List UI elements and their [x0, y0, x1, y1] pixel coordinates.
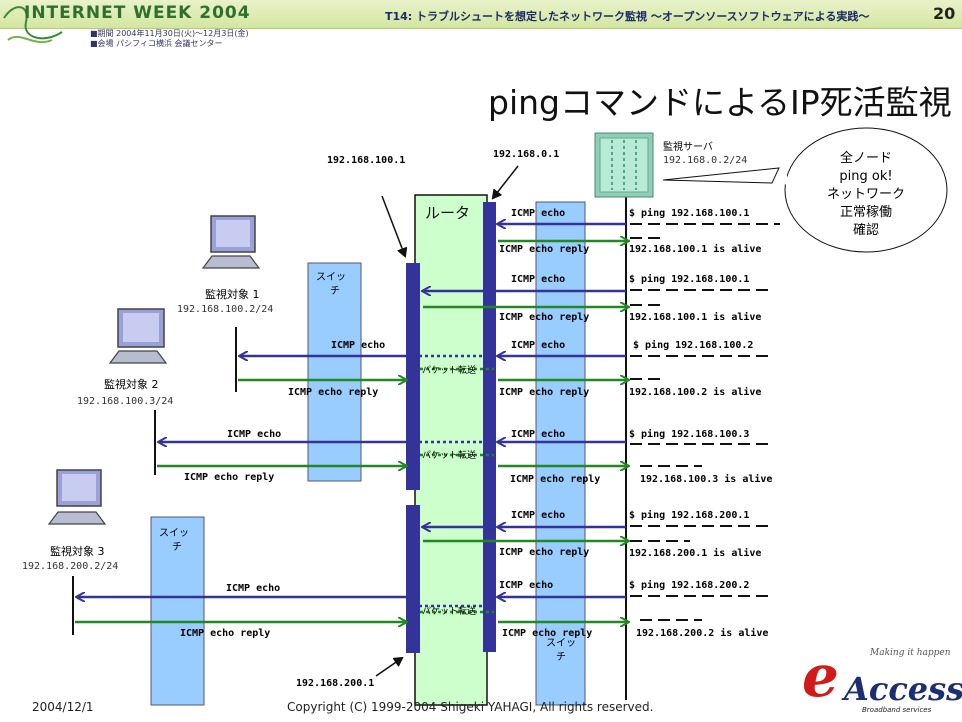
- page-number: 20: [933, 4, 956, 23]
- packet-forward-label-1: パケット転送: [422, 364, 476, 376]
- echo-label-3a: ICMP echo: [331, 340, 385, 351]
- switch-3: [150, 516, 205, 706]
- header-bar: [0, 0, 962, 29]
- echo-label-6a: ICMP echo: [226, 583, 280, 594]
- router-ip-right: 192.168.0.1: [493, 149, 559, 160]
- cmd-6: $ ping 192.168.200.2: [629, 579, 749, 591]
- router-if-100-bar: [406, 263, 420, 490]
- slide-title: pingコマンドによるIP死活監視: [488, 83, 952, 122]
- reply-label-4a: ICMP echo reply: [184, 472, 274, 483]
- target-3-computer-icon: [47, 469, 107, 525]
- event-logo: INTERNET WEEK 2004: [24, 3, 251, 23]
- eaccess-logo: e Access Making it happen Broadband serv…: [796, 642, 962, 716]
- slide-header: INTERNET WEEK 2004 ■期間 2004年11月30日(火)～12…: [0, 0, 962, 50]
- reply-label-6a: ICMP echo reply: [180, 628, 270, 639]
- callout-line2: ping ok!: [839, 169, 892, 184]
- reply-label-5: ICMP echo reply: [499, 547, 589, 558]
- callout-line1: 全ノード: [840, 150, 892, 166]
- result-4: 192.168.100.3 is alive: [640, 473, 772, 485]
- event-venue: ■会場 パシフィコ横浜 会議センター: [90, 39, 223, 48]
- switch-3-label-line1: スイッ: [159, 528, 189, 539]
- result-2: 192.168.100.1 is alive: [629, 311, 761, 323]
- logo-swirl-icon: [3, 6, 63, 43]
- server-icon: [594, 132, 654, 198]
- reply-label-3a: ICMP echo reply: [288, 387, 378, 398]
- target-1-ip: 192.168.100.2/24: [177, 304, 273, 315]
- reply-label-3b: ICMP echo reply: [499, 387, 589, 398]
- target-1-name: 監視対象 1: [205, 287, 260, 301]
- echo-label-4b: ICMP echo: [511, 429, 565, 440]
- reply-label-4b: ICMP echo reply: [510, 474, 600, 485]
- router-ip-left-pointer: [381, 195, 405, 256]
- echo-label-3b: ICMP echo: [511, 340, 565, 351]
- echo-label-1: ICMP echo: [511, 208, 565, 219]
- session-title: T14: トラブルシュートを想定したネットワーク監視 ～オープンソースソフトウェ…: [385, 10, 870, 23]
- target-2-ip: 192.168.100.3/24: [77, 396, 173, 407]
- cmd-3: $ ping 192.168.100.2: [633, 339, 753, 351]
- target-3-name: 監視対象 3: [50, 544, 105, 558]
- router-label: ルータ: [425, 204, 470, 222]
- switch-2-label-line1: スイッ: [546, 638, 576, 649]
- echo-label-4a: ICMP echo: [227, 429, 281, 440]
- router-if-200-bar: [406, 505, 420, 653]
- cmd-2: $ ping 192.168.100.1: [629, 273, 749, 285]
- router-ip-right-pointer: [493, 165, 519, 198]
- router-ip-left: 192.168.100.1: [327, 155, 405, 166]
- echo-label-5: ICMP echo: [511, 510, 565, 521]
- switch-2-label-line2: チ: [556, 651, 566, 663]
- cmd-5: $ ping 192.168.200.1: [629, 509, 749, 521]
- switch-1: [307, 262, 362, 482]
- result-6: 192.168.200.2 is alive: [636, 627, 768, 639]
- brand-tagline: Making it happen: [870, 648, 951, 658]
- router-box: [414, 194, 488, 706]
- cmd-1: $ ping 192.168.100.1: [629, 207, 749, 219]
- target-2-computer-icon: [108, 308, 168, 364]
- result-5: 192.168.200.1 is alive: [629, 547, 761, 559]
- packet-forward-label-3: パケット転送: [422, 605, 476, 617]
- callout-bubble: [662, 127, 948, 253]
- brand-e-letter: e: [802, 642, 839, 710]
- router-ip-bottom-pointer: [375, 658, 402, 677]
- echo-label-6b: ICMP echo: [499, 580, 553, 591]
- reply-label-1: ICMP echo reply: [499, 244, 589, 255]
- target-3-ip: 192.168.200.2/24: [22, 561, 118, 572]
- reply-label-2: ICMP echo reply: [499, 312, 589, 323]
- router-ip-bottom: 192.168.200.1: [296, 678, 374, 689]
- callout-line4: 正常稼働: [840, 205, 892, 220]
- switch-3-label-line2: チ: [172, 541, 182, 553]
- brand-access-text: Access: [844, 670, 962, 708]
- footer-copyright: Copyright (C) 1999-2004 Shigeki YAHAGI, …: [287, 700, 654, 714]
- switch-1-label-line2: チ: [330, 285, 340, 297]
- result-1: 192.168.100.1 is alive: [629, 243, 761, 255]
- callout-line5: 確認: [853, 222, 879, 238]
- target-1-computer-icon: [201, 215, 261, 269]
- echo-label-2: ICMP echo: [511, 274, 565, 285]
- server-label: 監視サーバ: [663, 140, 713, 153]
- footer-date: 2004/12/1: [32, 700, 94, 714]
- brand-subline: Broadband services: [862, 706, 932, 714]
- target-2-name: 監視対象 2: [104, 377, 159, 391]
- result-3: 192.168.100.2 is alive: [629, 386, 761, 398]
- packet-forward-label-2: パケット転送: [422, 449, 476, 461]
- callout-line3: ネットワーク: [827, 187, 905, 202]
- event-info: ■期間 2004年11月30日(火)～12月3日(金) ■会場 パシフィコ横浜 …: [90, 29, 249, 49]
- cmd-4: $ ping 192.168.100.3: [629, 428, 749, 440]
- reply-label-6b: ICMP echo reply: [502, 628, 592, 639]
- server-ip: 192.168.0.2/24: [663, 155, 747, 166]
- event-date: ■期間 2004年11月30日(火)～12月3日(金): [90, 29, 249, 38]
- switch-1-label-line1: スイッ: [316, 272, 346, 283]
- router-if-0-bar: [483, 202, 496, 652]
